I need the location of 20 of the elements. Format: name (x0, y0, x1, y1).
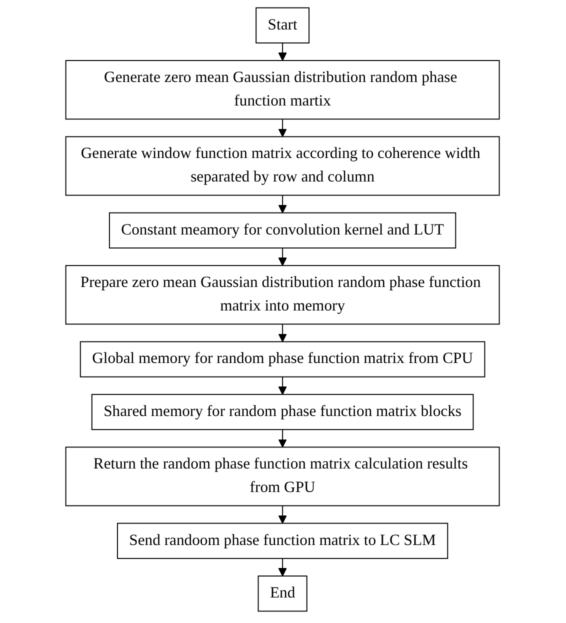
node-box (256, 7, 310, 44)
arrow (278, 42, 288, 61)
arrow (278, 558, 288, 576)
node-box (66, 60, 500, 120)
arrow (278, 118, 288, 138)
arrow (278, 505, 288, 524)
node-box (66, 265, 500, 325)
arrow (278, 376, 288, 395)
flowchart: Start Generate zero mean Gaussian distribution random phase function martix Generate window function matrix according to coherence width separated by row and column Constant meamory for convolution kernel and LUT Prepare zero mean Gaussian distribution random phase function matrix into memory Global memory for random phase function matrix from CPU Shared memory for random phase function matrix blocks Return the random phase function matrix calculation results from GPU Send randoom phase function matrix to LC SLM End (58, 0, 508, 619)
arrow (278, 429, 288, 448)
node-box (66, 136, 500, 196)
node-box (109, 212, 457, 248)
arrow (278, 324, 288, 342)
arrow (278, 194, 288, 214)
node-box (117, 522, 449, 559)
arrow (278, 248, 288, 266)
node-box (80, 341, 486, 378)
node-box (92, 394, 474, 430)
node-box (66, 446, 500, 506)
node-box (258, 576, 308, 612)
